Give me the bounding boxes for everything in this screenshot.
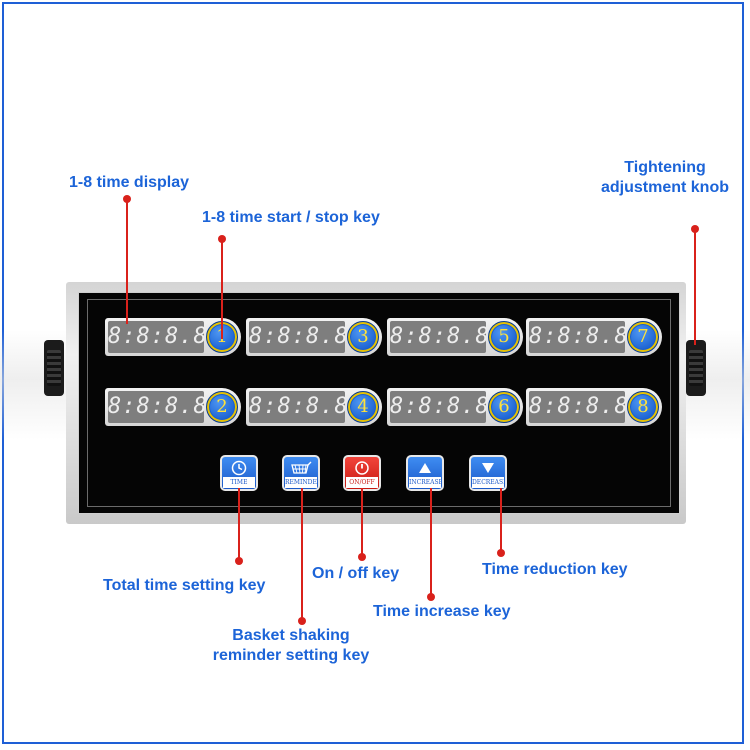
decrease-pointer-dot bbox=[497, 549, 505, 557]
time-display-5: 8:8:8.8 bbox=[390, 321, 489, 353]
on-off-pointer-dot bbox=[358, 553, 366, 561]
start-stop-key-4[interactable]: 4 bbox=[347, 391, 379, 423]
time-key[interactable]: TIME bbox=[220, 455, 258, 491]
timer-module-4: 8:8:8.8 4 bbox=[246, 388, 382, 426]
reminder-key-label: REMINDER bbox=[285, 477, 317, 488]
time-display-8: 8:8:8.8 bbox=[529, 391, 628, 423]
start-stop-key-6[interactable]: 6 bbox=[488, 391, 520, 423]
label-time-reduction-key: Time reduction key bbox=[482, 561, 628, 578]
timer-module-3: 8:8:8.8 3 bbox=[246, 318, 382, 356]
basket-pointer-dot bbox=[298, 617, 306, 625]
start-stop-key-3[interactable]: 3 bbox=[347, 321, 379, 353]
decrease-key-label: DECREASE bbox=[472, 477, 504, 488]
triangle-up-icon bbox=[408, 459, 442, 477]
label-time-increase-key: Time increase key bbox=[373, 603, 511, 620]
panel-border bbox=[87, 299, 671, 507]
timer-module-8: 8:8:8.8 8 bbox=[526, 388, 662, 426]
increase-key[interactable]: INCREASE bbox=[406, 455, 444, 491]
timer-module-2: 8:8:8.8 2 bbox=[105, 388, 241, 426]
label-start-stop-key: 1-8 time start / stop key bbox=[202, 209, 380, 226]
timer-module-5: 8:8:8.8 5 bbox=[387, 318, 523, 356]
clock-icon bbox=[222, 459, 256, 477]
start-stop-key-7[interactable]: 7 bbox=[627, 321, 659, 353]
label-knob-line1: Tightening bbox=[624, 159, 706, 176]
increase-leader bbox=[430, 488, 432, 596]
label-knob: Tightening adjustment knob bbox=[586, 158, 744, 198]
label-basket-line2: reminder setting key bbox=[212, 647, 370, 664]
start-stop-key-5[interactable]: 5 bbox=[488, 321, 520, 353]
label-time-display: 1-8 time display bbox=[69, 174, 190, 191]
time-key-label: TIME bbox=[223, 477, 255, 488]
label-total-time-key: Total time setting key bbox=[103, 577, 266, 594]
start-stop-leader bbox=[221, 239, 223, 339]
label-basket-key: Basket shaking reminder setting key bbox=[196, 626, 386, 666]
total-time-leader bbox=[238, 488, 240, 560]
label-basket-line1: Basket shaking bbox=[232, 627, 350, 644]
increase-key-label: INCREASE bbox=[409, 477, 441, 488]
start-stop-key-8[interactable]: 8 bbox=[627, 391, 659, 423]
timer-module-7: 8:8:8.8 7 bbox=[526, 318, 662, 356]
total-time-pointer-dot bbox=[235, 557, 243, 565]
timer-module-6: 8:8:8.8 6 bbox=[387, 388, 523, 426]
timer-module-1: 8:8:8.8 1 bbox=[105, 318, 241, 356]
time-display-7: 8:8:8.8 bbox=[529, 321, 628, 353]
on-off-key-label: ON/OFF bbox=[346, 477, 378, 488]
time-display-2: 8:8:8.8 bbox=[108, 391, 207, 423]
on-off-key[interactable]: ON/OFF bbox=[343, 455, 381, 491]
on-off-leader bbox=[361, 488, 363, 556]
basket-icon bbox=[284, 459, 318, 477]
left-knob bbox=[44, 340, 64, 396]
basket-leader bbox=[301, 488, 303, 620]
time-display-3: 8:8:8.8 bbox=[249, 321, 348, 353]
label-knob-line2: adjustment knob bbox=[600, 179, 729, 196]
time-display-4: 8:8:8.8 bbox=[249, 391, 348, 423]
decrease-key[interactable]: DECREASE bbox=[469, 455, 507, 491]
decrease-leader bbox=[500, 488, 502, 552]
time-display-1: 8:8:8.8 bbox=[108, 321, 207, 353]
reminder-key[interactable]: REMINDER bbox=[282, 455, 320, 491]
knob-leader bbox=[694, 229, 696, 345]
start-stop-key-2[interactable]: 2 bbox=[206, 391, 238, 423]
label-on-off-key: On / off key bbox=[312, 565, 400, 582]
time-display-leader bbox=[126, 199, 128, 324]
time-display-6: 8:8:8.8 bbox=[390, 391, 489, 423]
triangle-down-icon bbox=[471, 459, 505, 477]
power-icon bbox=[345, 459, 379, 477]
tightening-knob[interactable] bbox=[686, 340, 706, 396]
increase-pointer-dot bbox=[427, 593, 435, 601]
